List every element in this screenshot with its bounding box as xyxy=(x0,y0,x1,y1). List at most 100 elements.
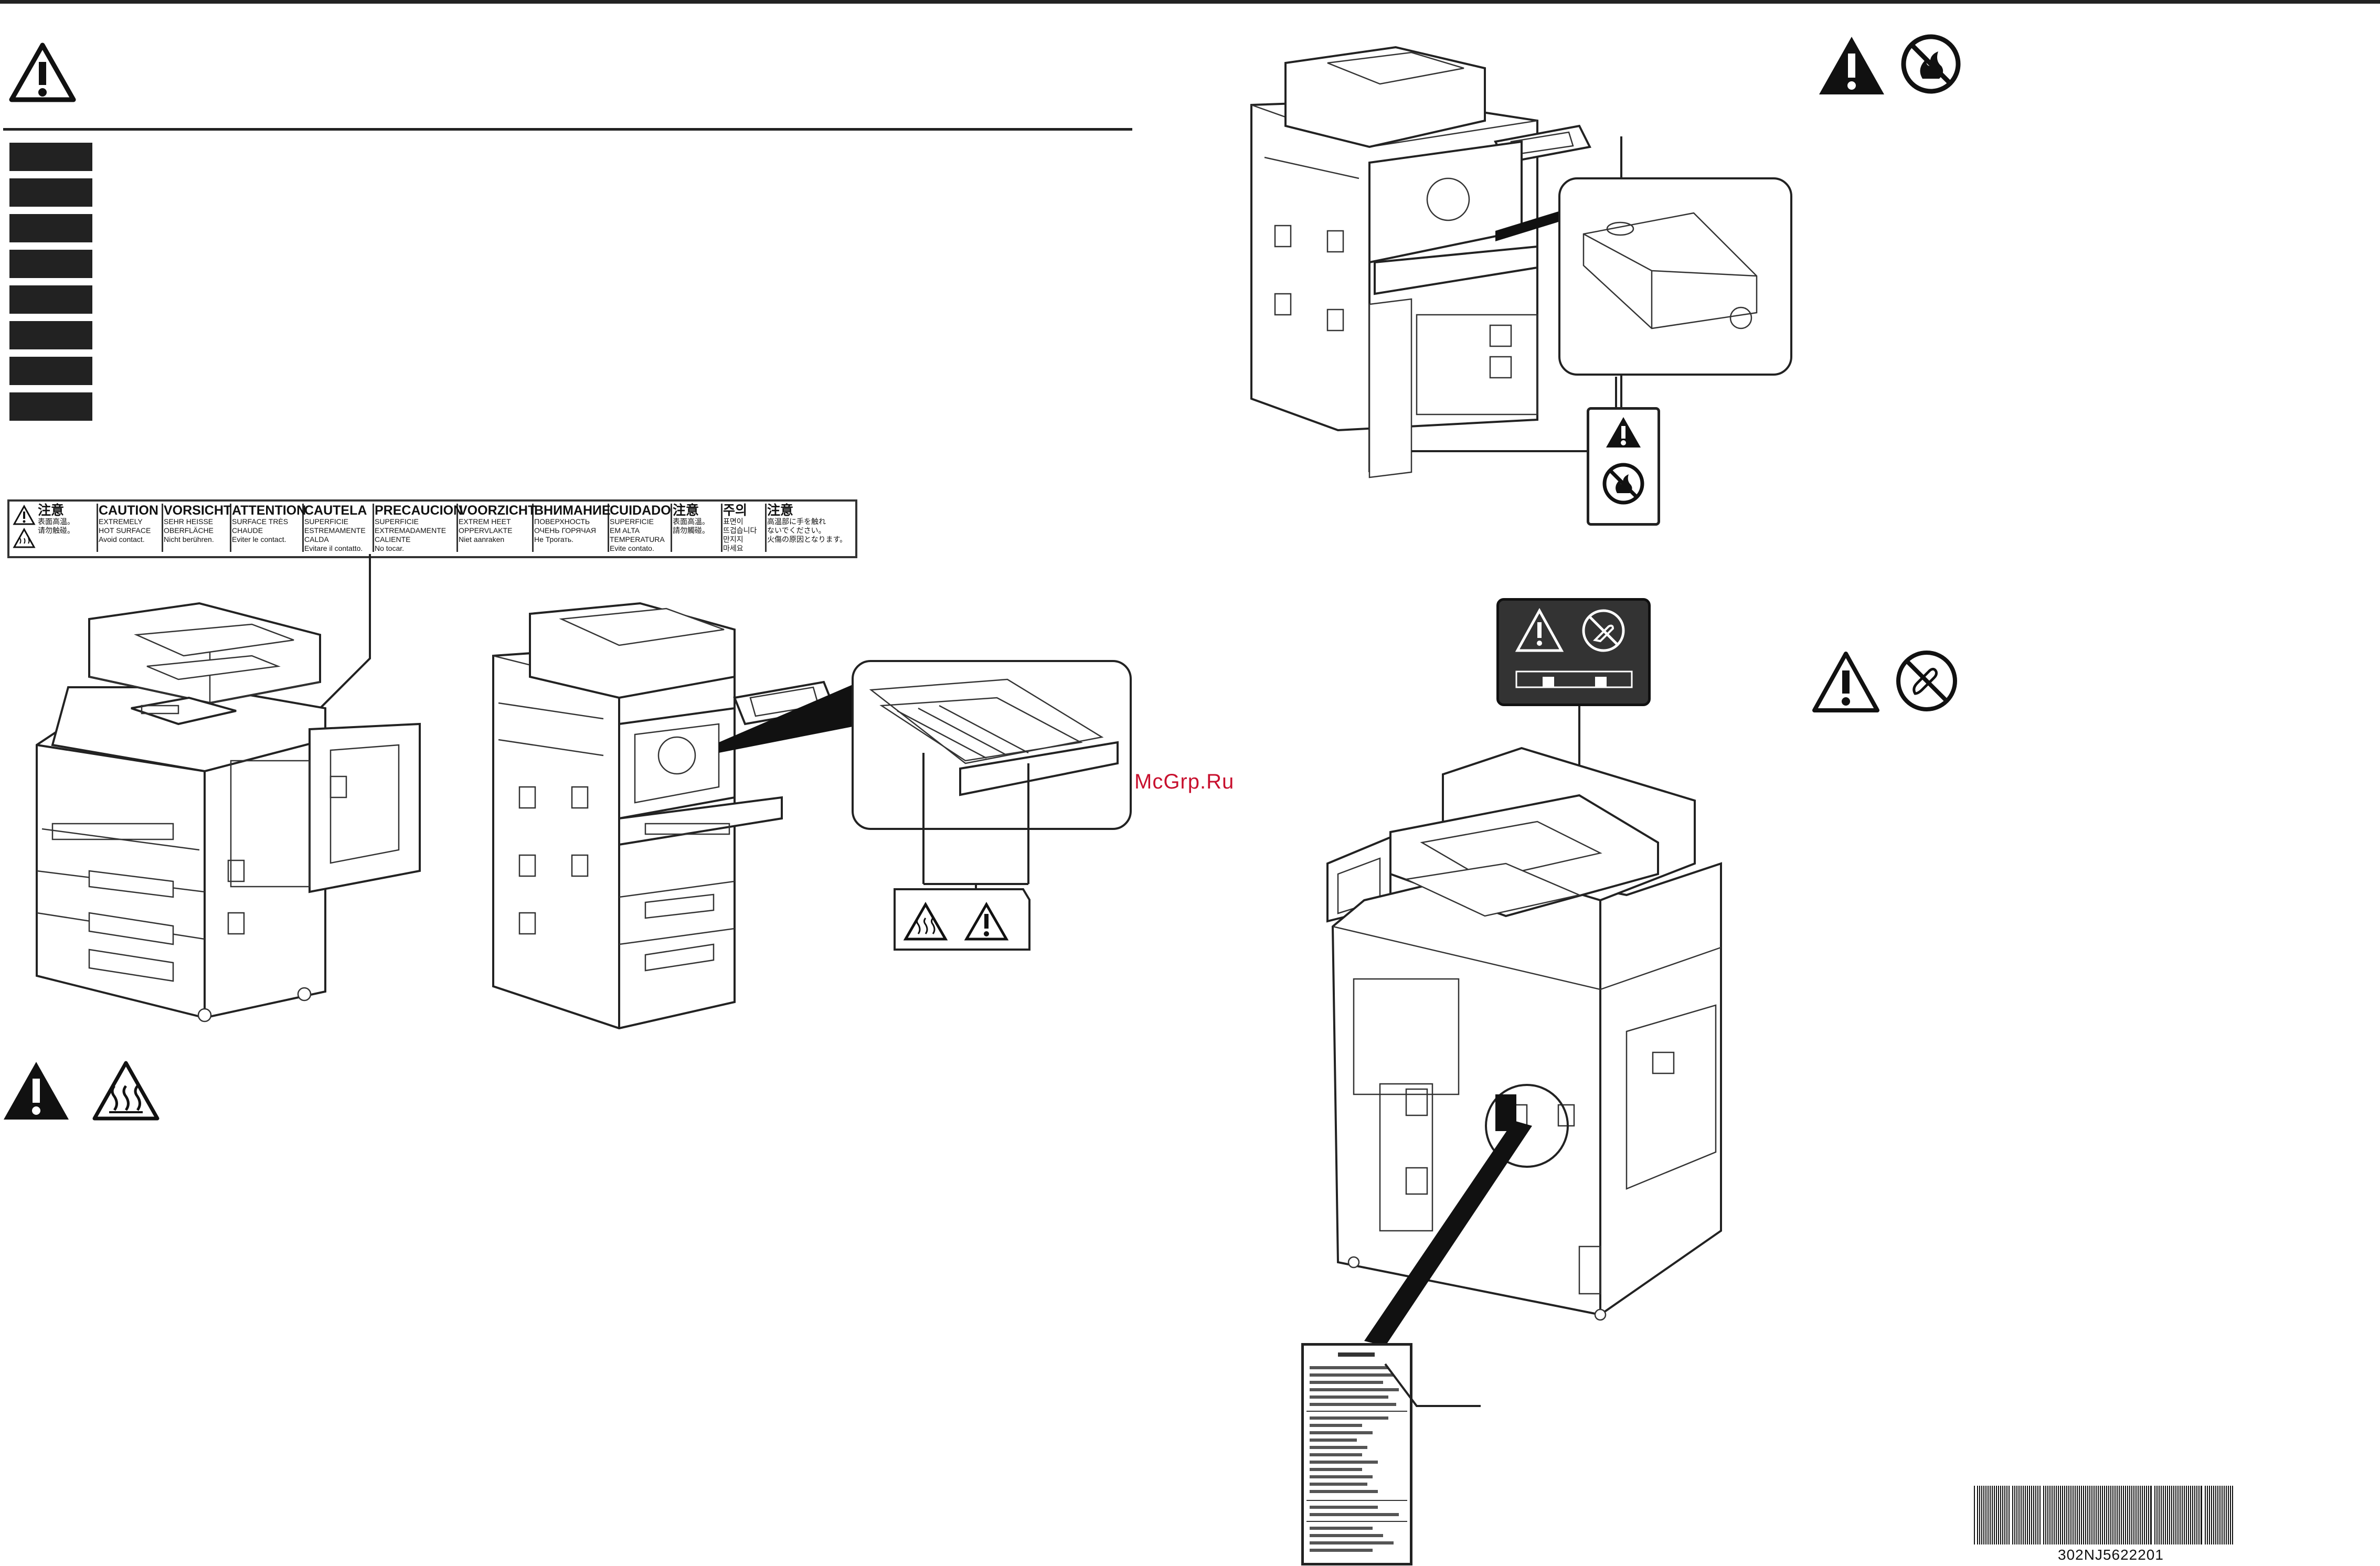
label-cell: VORSICHT SEHR HEISSE OBERFLÄCHE Nicht be… xyxy=(164,504,231,552)
barcode-bar xyxy=(2014,1486,2015,1544)
barcode-bar xyxy=(2173,1486,2174,1544)
language-block xyxy=(9,285,92,314)
barcode-bar xyxy=(2217,1486,2218,1544)
barcode-bar xyxy=(1990,1486,1991,1544)
barcode-bar xyxy=(1998,1486,1999,1544)
barcode-bar xyxy=(2169,1486,2170,1544)
label-heading: 주의 xyxy=(723,503,748,518)
language-block xyxy=(9,214,92,242)
rating-plate-text-lines xyxy=(1306,1352,1407,1552)
barcode xyxy=(1974,1486,2233,1544)
barcode-bar xyxy=(2100,1486,2101,1544)
label-cell: 注意 表面高溫。 請勿觸碰。 xyxy=(673,504,722,552)
barcode-bar xyxy=(2012,1486,2013,1544)
label-line: SUPERFICIE xyxy=(375,517,419,526)
barcode-bar xyxy=(2060,1486,2061,1544)
barcode-bar xyxy=(2064,1486,2065,1544)
barcode-bar xyxy=(2035,1486,2036,1544)
label-line: ESTREMAMENTE xyxy=(304,526,366,535)
label-line: CHAUDE xyxy=(232,526,263,535)
label-line: SEHR HEISSE xyxy=(164,517,214,526)
barcode-bar xyxy=(2081,1486,2082,1544)
barcode-bar xyxy=(2215,1486,2216,1544)
barcode-bar xyxy=(1974,1486,1975,1544)
barcode-bar xyxy=(2073,1486,2074,1544)
barcode-bar xyxy=(2226,1486,2227,1544)
barcode-bar xyxy=(2201,1486,2202,1544)
barcode-bar xyxy=(2006,1486,2007,1544)
barcode-bar xyxy=(2148,1486,2149,1544)
no-touch-icon xyxy=(1582,609,1625,652)
warning-triangle-icon xyxy=(1515,608,1564,652)
barcode-bar xyxy=(2140,1486,2141,1544)
label-line: CALIENTE xyxy=(375,535,411,544)
barcode-bar xyxy=(2018,1486,2020,1544)
barcode-bar xyxy=(2177,1486,2179,1544)
hot-surface-icon xyxy=(92,1061,160,1121)
barcode-bar xyxy=(2135,1486,2137,1544)
barcode-bar xyxy=(2062,1486,2063,1544)
label-line: SUPERFICIE xyxy=(610,517,654,526)
language-block xyxy=(9,178,92,207)
header-rule xyxy=(3,128,1132,131)
label-heading: VOORZICHT xyxy=(459,503,536,518)
barcode-bar xyxy=(2091,1486,2092,1544)
label-heading: 注意 xyxy=(767,503,794,518)
barcode-bar xyxy=(2009,1486,2010,1544)
barcode-bar xyxy=(2211,1486,2212,1544)
language-block xyxy=(9,143,92,171)
no-touch-icon xyxy=(1896,651,1957,711)
barcode-bar xyxy=(1979,1486,1980,1544)
label-cell: 注意 高温部に手を触れ ないでください。 火傷の原因となります。 xyxy=(767,504,851,552)
barcode-bar xyxy=(2198,1486,2200,1544)
barcode-bar xyxy=(2102,1486,2103,1544)
barcode-bar xyxy=(2165,1486,2166,1544)
barcode-bar xyxy=(2094,1486,2095,1544)
no-fire-icon xyxy=(1602,463,1644,505)
label-line: Nicht berühren. xyxy=(164,535,214,544)
label-heading: 注意 xyxy=(38,503,65,518)
barcode-bar xyxy=(2171,1486,2172,1544)
label-line: Eviter le contact. xyxy=(232,535,286,544)
barcode-bar xyxy=(2052,1486,2053,1544)
barcode-bar xyxy=(2066,1486,2067,1544)
barcode-bar xyxy=(2004,1486,2005,1544)
warning-triangle-icon xyxy=(13,504,36,525)
barcode-bar xyxy=(2129,1486,2130,1544)
barcode-bar xyxy=(2156,1486,2158,1544)
barcode-bar xyxy=(2154,1486,2155,1544)
barcode-bar xyxy=(2021,1486,2022,1544)
barcode-bar xyxy=(2023,1486,2024,1544)
barcode-bar xyxy=(2163,1486,2164,1544)
barcode-bar xyxy=(2049,1486,2050,1544)
warning-triangle-icon xyxy=(9,42,76,102)
barcode-bar xyxy=(2029,1486,2030,1544)
barcode-bar xyxy=(2002,1486,2003,1544)
label-tabs xyxy=(1515,670,1633,688)
barcode-bar xyxy=(2213,1486,2214,1544)
warning-triangle-icon xyxy=(1606,417,1641,448)
label-cell: ATTENTION SURFACE TRÈS CHAUDE Eviter le … xyxy=(232,504,306,552)
label-cell: 주의 표면이 뜨겁습니다 만지지 마세요 xyxy=(723,504,767,552)
label-line: 火傷の原因となります。 xyxy=(767,535,847,544)
mfp-illustration-side-door xyxy=(36,602,421,1022)
label-line: 請勿觸碰。 xyxy=(673,526,709,535)
label-line: OBERFLÄCHE xyxy=(164,526,214,535)
barcode-bar xyxy=(2119,1486,2120,1544)
language-block xyxy=(9,250,92,278)
no-fire-icon xyxy=(1901,34,1961,94)
barcode-bar xyxy=(2138,1486,2139,1544)
barcode-bar xyxy=(2054,1486,2055,1544)
label-line: 高温部に手を触れ xyxy=(767,517,826,526)
label-line: EM ALTA xyxy=(610,526,640,535)
barcode-bar xyxy=(1994,1486,1995,1544)
barcode-bar xyxy=(2033,1486,2034,1544)
barcode-bar xyxy=(2108,1486,2109,1544)
hot-surface-label: 注意 表面高温。 请勿触碰。 CAUTION EXTREMELY HOT SUR… xyxy=(7,499,857,558)
hot-surface-icon xyxy=(903,901,948,941)
barcode-bar xyxy=(2230,1486,2231,1544)
barcode-bar xyxy=(2025,1486,2026,1544)
barcode-bar xyxy=(2056,1486,2057,1544)
label-line: SUPERFICIE xyxy=(304,517,349,526)
